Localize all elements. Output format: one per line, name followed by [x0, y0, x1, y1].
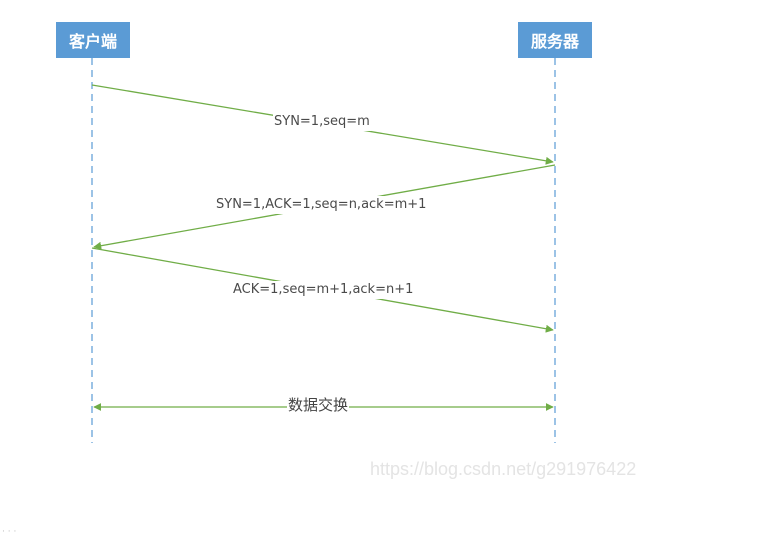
corner-mark: · · ·: [2, 527, 17, 537]
server-label: 服务器: [530, 32, 579, 51]
syn-ack-message-label: SYN=1,ACK=1,seq=n,ack=m+1: [215, 196, 428, 214]
watermark-text: https://blog.csdn.net/g291976422: [370, 459, 637, 479]
syn-message-label: SYN=1,seq=m: [273, 113, 371, 131]
client-actor-box: 客户端: [56, 22, 130, 58]
ack-message-label: ACK=1,seq=m+1,ack=n+1: [232, 281, 415, 299]
server-actor-box: 服务器: [518, 22, 592, 58]
data-exchange-label: 数据交换: [287, 396, 350, 414]
client-label: 客户端: [68, 32, 117, 51]
